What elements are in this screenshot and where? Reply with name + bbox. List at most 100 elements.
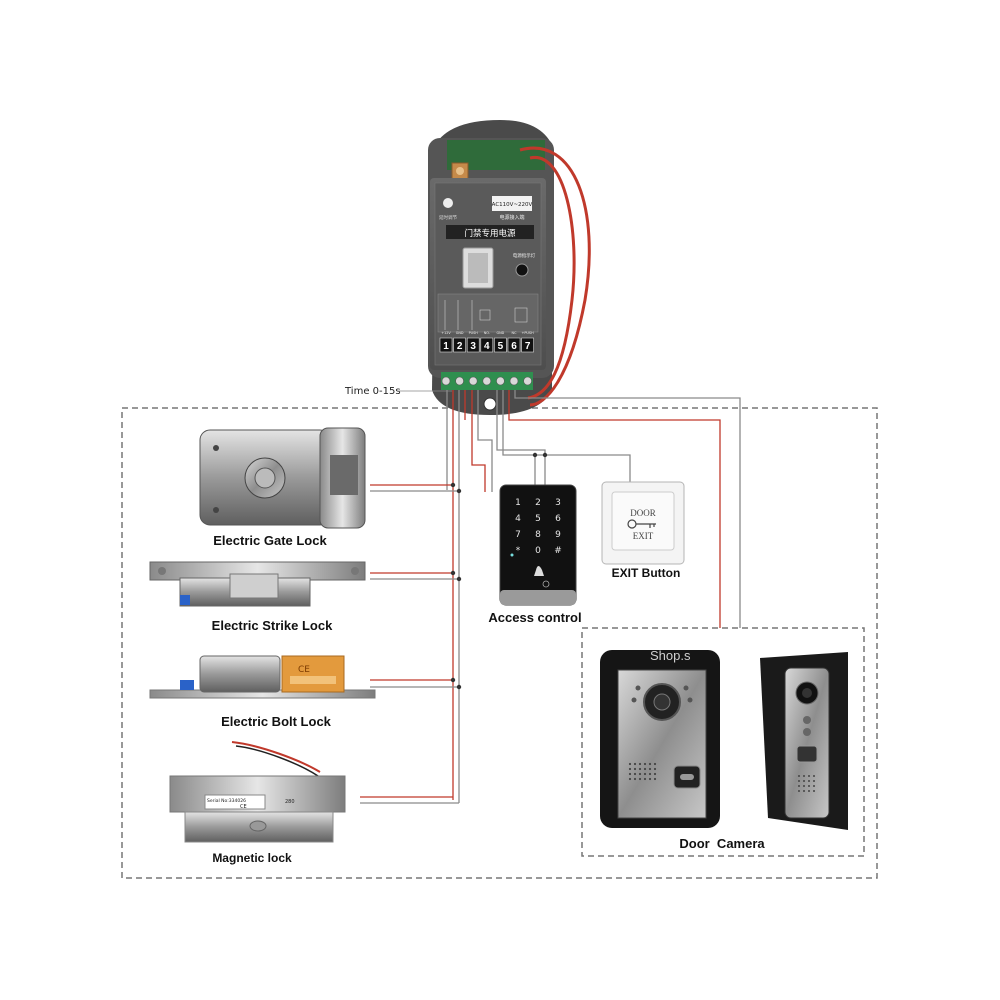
terminal-box-1: [439, 337, 453, 353]
magnetic-lock-serial: Serial No:334026: [207, 798, 246, 804]
side-grille-hole: [798, 775, 800, 777]
grille-hole: [638, 777, 642, 781]
access-control-label: Access control: [488, 610, 581, 625]
side-grille-hole: [813, 785, 815, 787]
door-camera-label: Door Camera: [679, 836, 765, 851]
grille-hole: [638, 772, 642, 776]
grille-hole: [643, 772, 647, 776]
grille-hole: [643, 777, 647, 781]
terminal-box-5: [494, 337, 507, 353]
magnetic-lock-label: Magnetic lock: [212, 851, 292, 865]
magnetic-lock-ce: CE: [240, 804, 247, 810]
terminal-number-7: 7: [525, 341, 531, 352]
grille-hole: [643, 762, 647, 766]
side-grille-hole: [808, 785, 810, 787]
keypad-key[interactable]: 3: [555, 498, 561, 508]
grille-hole: [648, 777, 652, 781]
keypad-key[interactable]: 2: [535, 498, 541, 508]
terminal-screw-2[interactable]: [455, 376, 464, 386]
terminal-number-3: 3: [470, 341, 476, 352]
exit-button-exit-text: EXIT: [633, 531, 654, 541]
grille-hole: [633, 777, 637, 781]
grille-hole: [638, 762, 642, 766]
grille-hole: [653, 762, 657, 766]
terminal-name-7: +PUSH: [522, 331, 535, 335]
voltage-label: AC110V~220V: [492, 202, 533, 208]
delay-time-label: Time 0-15s: [344, 386, 401, 397]
electric-bolt-lock: CE: [149, 655, 376, 699]
speaker-grille: [628, 762, 657, 781]
grille-hole: [648, 772, 652, 776]
watermark: Shop.s: [650, 648, 691, 663]
side-grille-hole: [803, 775, 805, 777]
terminal-box-6: [507, 337, 521, 353]
grille-hole: [648, 762, 652, 766]
terminal-box-7: [521, 337, 534, 353]
side-grille-hole: [803, 785, 805, 787]
terminal-name-1: +12V: [441, 331, 451, 335]
grille-hole: [633, 767, 637, 771]
door-camera-side: [760, 652, 848, 830]
side-grille-hole: [808, 790, 810, 792]
side-grille-hole: [798, 785, 800, 787]
terminal-screw-7[interactable]: [523, 376, 532, 386]
terminal-number-1: 1: [443, 341, 449, 352]
ground-symbol: [443, 198, 453, 208]
terminal-screw-6[interactable]: [509, 376, 519, 386]
power-input-label: 电源接入端: [499, 214, 524, 221]
keypad-key[interactable]: *: [516, 546, 521, 556]
grille-hole: [633, 772, 637, 776]
key-icon: [627, 519, 656, 529]
terminal-number-6: 6: [511, 341, 517, 352]
keypad-key[interactable]: 0: [535, 546, 541, 556]
keypad-key[interactable]: 8: [535, 530, 541, 540]
terminal-screw-3[interactable]: [468, 376, 478, 386]
magnetic-lock: Serial No:334026 CE 280: [169, 741, 346, 843]
side-grille-hole: [798, 780, 800, 782]
grille-hole: [653, 777, 657, 781]
rfid-icon: [542, 580, 550, 588]
terminal-box-4: [480, 337, 494, 353]
terminal-screw-4[interactable]: [482, 376, 492, 386]
terminal-box-2: [453, 337, 466, 353]
side-grille-hole: [803, 780, 805, 782]
terminal-screw-5[interactable]: [496, 376, 505, 386]
door-camera-front: [600, 650, 720, 828]
exit-button-door-text: DOOR: [630, 508, 656, 518]
electric-strike-lock: [149, 561, 366, 607]
bell-icon: [534, 566, 544, 576]
keypad-key[interactable]: 9: [555, 530, 561, 540]
indicator-label: 电源指示灯: [513, 252, 536, 259]
grille-hole: [653, 772, 657, 776]
terminal-number-2: 2: [457, 341, 463, 352]
keypad-key[interactable]: 5: [535, 514, 541, 524]
connection-wires: [360, 390, 741, 804]
electric-gate-lock: [199, 427, 366, 529]
magnetic-lock-model: 280: [285, 799, 295, 805]
power-supply-unit: AC110V~220V 电源接入端 延时调节 门禁专用电源 电源指示灯 +12V…: [428, 120, 554, 415]
gate-lock-label: Electric Gate Lock: [213, 533, 327, 548]
keypad-key[interactable]: 6: [555, 514, 561, 524]
keypad-key[interactable]: #: [554, 546, 562, 556]
side-grille-hole: [813, 775, 815, 777]
keypad-key[interactable]: 7: [515, 530, 521, 540]
side-grille-hole: [808, 780, 810, 782]
terminal-screw-1[interactable]: [441, 376, 451, 386]
terminal-name-4: NO.: [484, 331, 490, 335]
keypad-key-grid: 1 2 3 4 5 6 7 8 9 * 0 #: [515, 498, 562, 556]
side-grille-hole: [803, 790, 805, 792]
exit-button-label: EXIT Button: [612, 566, 681, 580]
grille-hole: [633, 762, 637, 766]
side-call-button: [796, 745, 818, 763]
terminal-box-3: [466, 337, 480, 353]
keypad-key[interactable]: 1: [515, 498, 521, 508]
terminal-name-6: NC: [512, 331, 518, 335]
adjust-label: 延时调节: [439, 214, 457, 221]
wire-junction-dots: [450, 452, 548, 690]
side-grille-hole: [798, 790, 800, 792]
grille-hole: [653, 767, 657, 771]
keypad-key[interactable]: 4: [515, 514, 521, 524]
